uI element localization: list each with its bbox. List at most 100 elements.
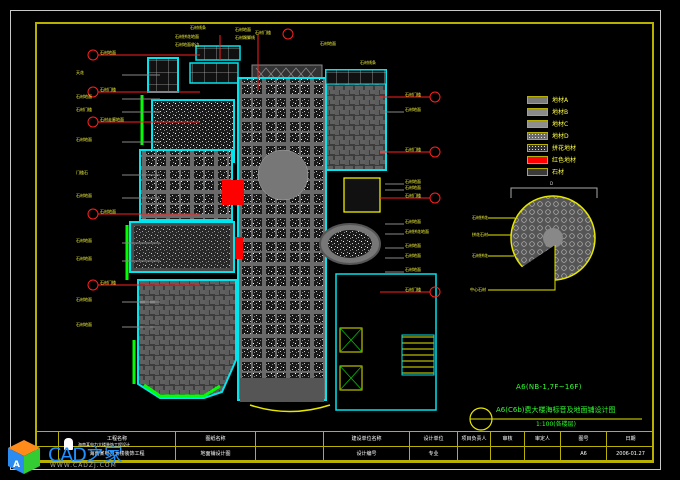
annotation-label: 石材踢脚线	[235, 35, 255, 40]
title-block-cell: 专业	[409, 447, 457, 462]
detail-callout: 石材拼花	[472, 215, 488, 220]
title-block-row: 工程名称图纸名称 建设单位名称设计单位项目负责人审核审定人图号日期	[35, 431, 654, 447]
title-block-cell	[255, 447, 323, 462]
legend-swatch	[527, 156, 548, 164]
red-area-2	[235, 237, 243, 259]
annotation-label: 石材地面	[76, 137, 92, 142]
legend-label: 地材A	[552, 97, 569, 104]
title-block-cell	[457, 447, 490, 462]
annotation-label: 石材拼花地面	[405, 229, 429, 234]
logo-url: WWW.CADZJ.COM	[50, 462, 117, 469]
annotation-label: 石材地面	[405, 253, 421, 258]
title-block-cell: 海南某电力大楼装饰工程	[58, 447, 175, 462]
dimension-label: D	[550, 181, 554, 186]
annotation-label: 石材走廊地面	[100, 117, 124, 122]
title-block-cell: 日期	[606, 432, 654, 447]
title-block-cell: 工程名称	[58, 432, 175, 447]
annotation-label: 石材地面	[76, 193, 92, 198]
title-block-cell	[490, 447, 524, 462]
annotation-label: 石材地面	[100, 209, 116, 214]
legend-label: 地材D	[552, 133, 569, 140]
annotation-label: 石材地面	[405, 219, 421, 224]
drawing-title-sub: A6(C6b)费大楼海标音及地面铺设计图	[496, 406, 616, 414]
detail-callout: 石材拼花	[472, 253, 488, 258]
annotation-label: 石材门槛	[255, 30, 271, 35]
legend-swatch	[527, 168, 548, 176]
annotation-label: 石材地面	[235, 27, 251, 32]
drawing-outer-border	[10, 10, 661, 470]
person-icon	[64, 438, 73, 450]
annotation-label: 石材门槛	[405, 147, 421, 152]
title-block: 工程名称图纸名称 建设单位名称设计单位项目负责人审核审定人图号日期 海南某电力大楼…	[35, 431, 654, 463]
annotation-label: 石材地面	[76, 297, 92, 302]
legend-swatch	[527, 132, 548, 140]
rotunda-floor	[257, 149, 309, 201]
staircase	[401, 334, 435, 376]
title-block-cell: 项目负责人	[457, 432, 490, 447]
legend-swatch	[527, 96, 548, 104]
title-block-cell: 2006-01.27	[606, 447, 654, 462]
title-block-cell: A6	[560, 447, 606, 462]
room-left-tiles	[139, 149, 233, 221]
annotation-label: 石材地面	[405, 179, 421, 184]
legend-label: 石材	[552, 169, 565, 176]
annotation-label: 石材地面	[320, 41, 336, 46]
annotation-label: 石材线条	[190, 25, 206, 30]
annotation-label: 石材门槛	[405, 193, 421, 198]
legend-swatch	[527, 108, 548, 116]
detail-callout: 中心石材	[470, 287, 486, 292]
room-right-parquet	[325, 69, 387, 171]
legend-label: 地材B	[552, 109, 569, 116]
logo-brand: CAD之家	[48, 444, 123, 466]
title-block-cell: 审定人	[524, 432, 560, 447]
annotation-label: 石材地面	[76, 256, 92, 261]
annotation-label: 石材线条	[360, 60, 376, 65]
annotation-label: 石材地面收边	[175, 42, 199, 47]
legend-swatch	[527, 144, 548, 152]
dimension-line	[510, 187, 598, 198]
drawing-title-main: A6(NB-1,7F~16F)	[516, 383, 582, 391]
title-block-cell	[524, 447, 560, 462]
detail-callout: 拼花石材	[472, 232, 488, 237]
title-block-cell: 设计编号	[323, 447, 409, 462]
legend-label: 红色地材	[552, 157, 577, 164]
annotation-label: 石材地面	[405, 243, 421, 248]
annotation-label: 石材门槛	[76, 107, 92, 112]
svg-text:A: A	[13, 460, 20, 470]
title-block-cell: 审核	[490, 432, 524, 447]
annotation-label: 石材门槛	[405, 287, 421, 292]
annotation-label: 石材门槛	[405, 92, 421, 97]
annotation-label: 石材地面	[100, 50, 116, 55]
drawing-scale: 1:100(各楼层)	[536, 421, 576, 428]
legend-label: 地材C	[552, 121, 569, 128]
annotation-label: 天花	[76, 70, 84, 75]
legend-swatch	[527, 120, 548, 128]
annotation-label: 石材拼花地面	[175, 34, 199, 39]
title-block-cell: 图号	[560, 432, 606, 447]
title-block-cell: 图纸名称	[175, 432, 255, 447]
room-lower-left-parquet	[137, 279, 237, 399]
title-block-cell: 设计单位	[409, 432, 457, 447]
legend-label: 拼花地材	[552, 145, 577, 152]
annotation-label: 石材地面	[76, 322, 92, 327]
title-block-cell: 地面铺设计图	[175, 447, 255, 462]
title-block-cell	[255, 432, 323, 447]
annotation-label: 门槛石	[76, 170, 88, 175]
annotation-label: 石材地面	[405, 185, 421, 190]
annotation-label: 石材门槛	[100, 87, 116, 92]
annotation-label: 石材地面	[405, 267, 421, 272]
annotation-label: 石材地面	[76, 238, 92, 243]
drawing-inner-border	[35, 22, 654, 462]
red-area-1	[222, 180, 244, 205]
title-block-cell	[35, 432, 58, 447]
annotation-label: 石材地面	[405, 107, 421, 112]
section-bubble-icon	[282, 28, 294, 40]
title-block-cell: 建设单位名称	[323, 432, 409, 447]
logo-caption: 海南某电力大楼装饰工程设计	[78, 442, 130, 447]
annotation-label: 石材地面	[76, 94, 92, 99]
